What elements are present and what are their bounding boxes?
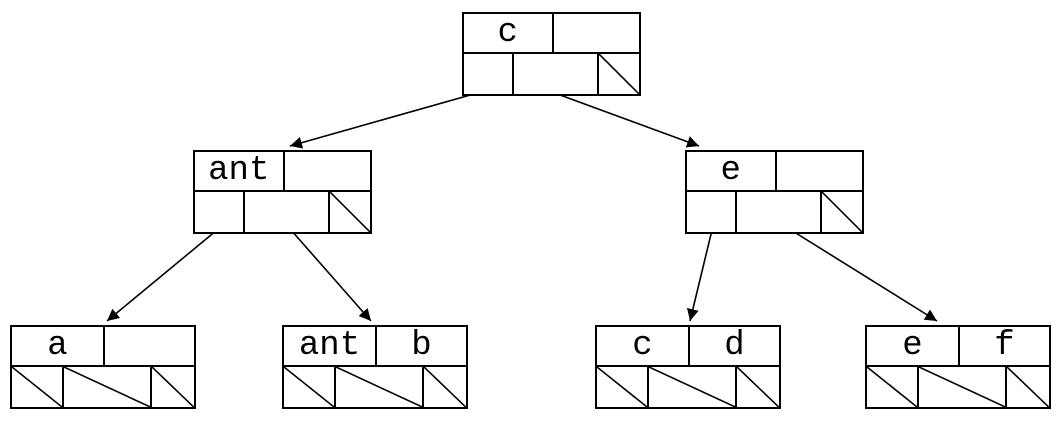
pointer-cell bbox=[464, 54, 512, 94]
null-slash-icon bbox=[737, 367, 779, 407]
edge-root-to-left bbox=[289, 89, 489, 149]
null-slash-icon bbox=[597, 367, 647, 407]
key-cell: a bbox=[12, 327, 103, 365]
key-cell: ant bbox=[195, 152, 283, 190]
key-cell: b bbox=[375, 327, 466, 365]
null-pointer-cell bbox=[597, 54, 639, 94]
edge-root-to-right bbox=[540, 87, 700, 148]
key-row: e f bbox=[867, 327, 1049, 367]
key-label: ant bbox=[298, 327, 361, 365]
null-slash-icon bbox=[1007, 367, 1049, 407]
pointer-cell bbox=[512, 54, 597, 94]
null-slash-icon bbox=[919, 367, 1005, 407]
null-pointer-cell bbox=[917, 367, 1005, 407]
tree-leaf-ant-b: ant b bbox=[282, 325, 468, 409]
key-cell: d bbox=[688, 327, 779, 365]
null-pointer-cell bbox=[820, 192, 862, 232]
tree-leaf-c-d: c d bbox=[595, 325, 781, 409]
null-slash-icon bbox=[599, 54, 639, 94]
null-pointer-cell bbox=[12, 367, 62, 407]
key-cell-empty bbox=[551, 14, 640, 52]
key-label: a bbox=[47, 327, 68, 365]
key-label: c bbox=[497, 14, 518, 52]
null-slash-icon bbox=[822, 192, 862, 232]
pointer-row bbox=[867, 367, 1049, 407]
key-row: c bbox=[464, 14, 639, 54]
null-pointer-cell bbox=[328, 192, 370, 232]
null-pointer-cell bbox=[334, 367, 422, 407]
pointer-row bbox=[464, 54, 639, 94]
null-pointer-cell bbox=[1005, 367, 1049, 407]
pointer-cell bbox=[243, 192, 328, 232]
key-cell: c bbox=[597, 327, 688, 365]
key-row: e bbox=[687, 152, 862, 192]
pointer-row bbox=[687, 192, 862, 232]
tree-leaf-a: a bbox=[10, 325, 196, 409]
key-label: ant bbox=[208, 152, 270, 190]
key-cell: f bbox=[958, 327, 1049, 365]
key-row: ant b bbox=[284, 327, 466, 367]
null-slash-icon bbox=[284, 367, 334, 407]
null-pointer-cell bbox=[422, 367, 466, 407]
key-label: d bbox=[724, 327, 745, 365]
pointer-row bbox=[284, 367, 466, 407]
null-slash-icon bbox=[330, 192, 370, 232]
null-slash-icon bbox=[12, 367, 62, 407]
null-pointer-cell bbox=[647, 367, 735, 407]
null-slash-icon bbox=[649, 367, 735, 407]
tree-node-root: c bbox=[462, 12, 641, 96]
null-slash-icon bbox=[424, 367, 466, 407]
tree-node-internal-left: ant bbox=[193, 150, 372, 234]
edge-right-to-leaf3 bbox=[686, 229, 713, 322]
tree-node-internal-right: e bbox=[685, 150, 864, 234]
key-label: b bbox=[411, 327, 432, 365]
key-cell: e bbox=[687, 152, 775, 190]
null-pointer-cell bbox=[284, 367, 334, 407]
key-label: f bbox=[994, 327, 1015, 365]
null-slash-icon bbox=[336, 367, 422, 407]
null-pointer-cell bbox=[62, 367, 150, 407]
pointer-row bbox=[597, 367, 779, 407]
key-cell-empty bbox=[774, 152, 863, 190]
pointer-cell bbox=[195, 192, 243, 232]
null-pointer-cell bbox=[867, 367, 917, 407]
key-cell-empty bbox=[103, 327, 194, 365]
null-slash-icon bbox=[867, 367, 917, 407]
edge-right-to-leaf4 bbox=[790, 229, 938, 322]
pointer-cell bbox=[735, 192, 820, 232]
key-cell: e bbox=[867, 327, 958, 365]
key-cell-empty bbox=[282, 152, 371, 190]
pointer-cell bbox=[687, 192, 735, 232]
pointer-row bbox=[12, 367, 194, 407]
key-row: c d bbox=[597, 327, 779, 367]
key-cell: ant bbox=[284, 327, 375, 365]
key-label: e bbox=[720, 152, 741, 190]
null-slash-icon bbox=[152, 367, 194, 407]
key-cell: c bbox=[464, 14, 552, 52]
key-label: c bbox=[632, 327, 653, 365]
null-pointer-cell bbox=[597, 367, 647, 407]
pointer-row bbox=[195, 192, 370, 232]
null-slash-icon bbox=[64, 367, 150, 407]
key-row: a bbox=[12, 327, 194, 367]
null-pointer-cell bbox=[150, 367, 194, 407]
key-row: ant bbox=[195, 152, 370, 192]
tree-leaf-e-f: e f bbox=[865, 325, 1051, 409]
edge-left-to-leaf2 bbox=[290, 229, 372, 322]
edge-left-to-leaf1 bbox=[106, 229, 218, 322]
key-label: e bbox=[902, 327, 923, 365]
null-pointer-cell bbox=[735, 367, 779, 407]
